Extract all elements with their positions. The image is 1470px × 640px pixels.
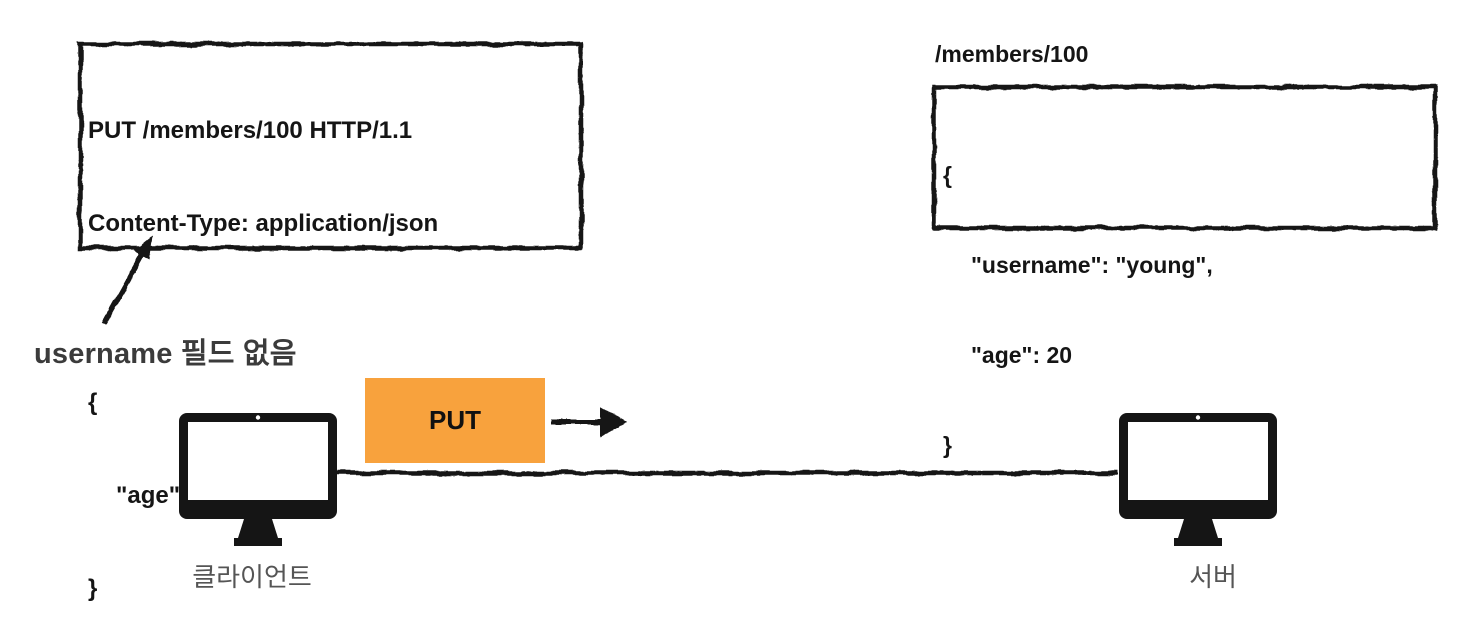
- json-open-brace: {: [943, 162, 952, 188]
- put-method-box: PUT: [365, 378, 545, 463]
- json-username-field: "username": "young",: [971, 252, 1213, 278]
- http-request-message: PUT /members/100 HTTP/1.1 Content-Type: …: [88, 53, 438, 640]
- annotation-label: username 필드 없음: [34, 338, 297, 370]
- json-close-brace: }: [943, 432, 952, 458]
- json-close-brace: }: [88, 575, 98, 602]
- server-label: 서버: [1189, 562, 1237, 592]
- client-monitor-icon: [179, 413, 337, 546]
- blank-line: [88, 301, 438, 325]
- content-type-header: Content-Type: application/json: [88, 210, 439, 237]
- server-monitor-icon: [1119, 413, 1277, 546]
- json-open-brace: {: [88, 389, 98, 416]
- json-age-field: "age": 20: [971, 342, 1073, 368]
- client-label: 클라이언트: [192, 562, 312, 592]
- resource-uri-title: /members/100: [935, 41, 1089, 67]
- request-line: PUT /members/100 HTTP/1.1: [88, 117, 413, 144]
- server-resource-state: { "username": "young", "age": 20 }: [943, 100, 1213, 520]
- put-arrow-head-icon: [600, 407, 627, 437]
